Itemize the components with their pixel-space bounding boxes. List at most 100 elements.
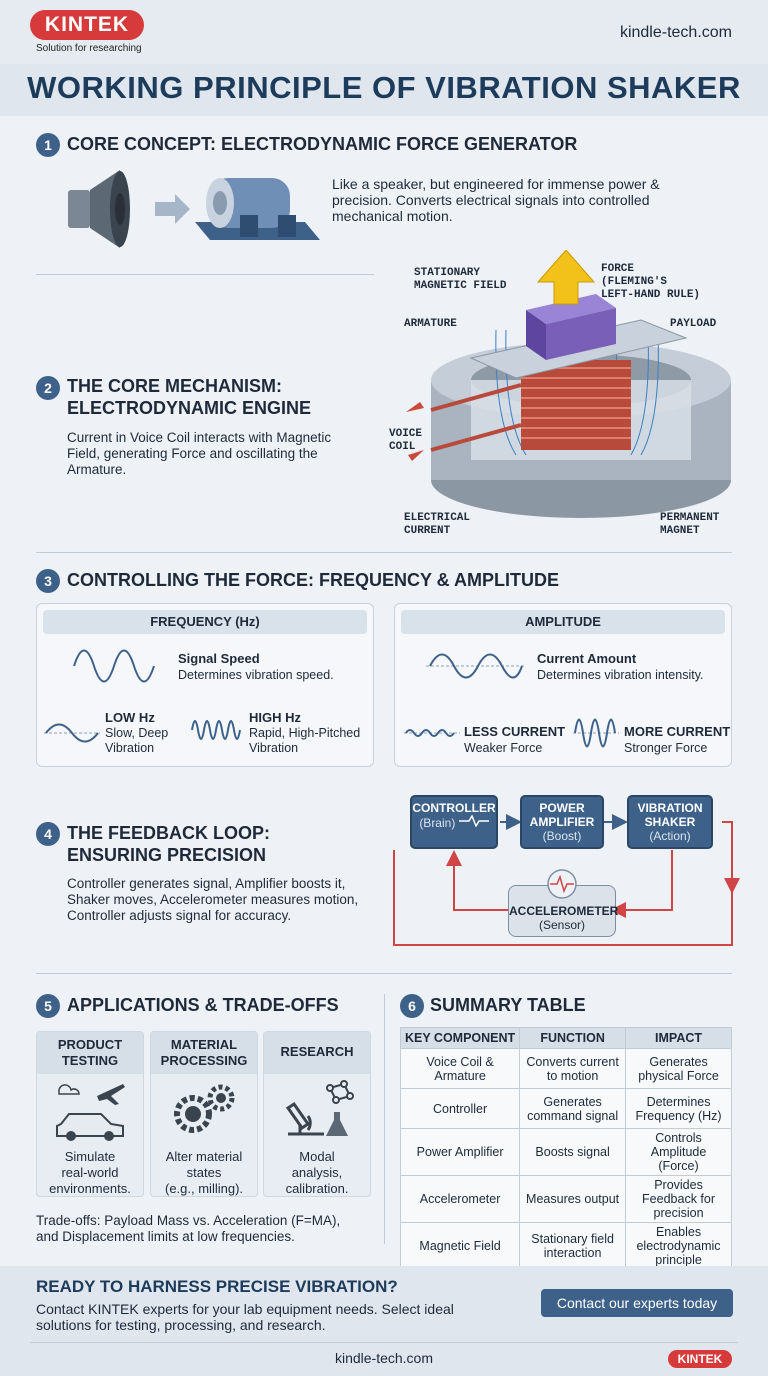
- footer-divider: [30, 1342, 738, 1343]
- table-cell: Controller: [399, 1088, 521, 1129]
- kintek-logo[interactable]: KINTEK: [30, 10, 144, 40]
- section-3-number: 3: [36, 569, 60, 593]
- divider: [36, 274, 374, 275]
- section-4-text: Controller generates signal, Amplifier b…: [67, 876, 359, 923]
- contact-experts-button[interactable]: Contact our experts today: [541, 1289, 733, 1317]
- table-cell: Enables electrodynamic principle: [625, 1222, 732, 1270]
- table-cell: Converts current to motion: [519, 1048, 627, 1089]
- table-row: Voice Coil & Armature Converts current t…: [399, 1048, 732, 1089]
- cta-title: READY TO HARNESS PRECISE VIBRATION?: [36, 1277, 398, 1296]
- arrow-right-icon: [155, 194, 190, 224]
- waveform-icon: [404, 729, 460, 737]
- microscope-icon: [285, 1080, 354, 1136]
- table-row: Accelerometer Measures output Provides F…: [399, 1175, 732, 1223]
- amplitude-panel-header: AMPLITUDE: [401, 610, 725, 634]
- section-1-text: Like a speaker, but engineered for immen…: [332, 176, 660, 224]
- more-current-title: MORE CURRENT: [624, 724, 731, 739]
- section-6-title: SUMMARY TABLE: [430, 995, 586, 1015]
- col-header: IMPACT: [625, 1027, 732, 1049]
- high-hz-title: HIGH Hz: [249, 710, 301, 725]
- summary-table-container: KEY COMPONENT FUNCTION IMPACT Voice Coil…: [399, 1027, 732, 1270]
- frequency-panel-header: FREQUENCY (Hz): [43, 610, 367, 634]
- section-4-number: 4: [36, 822, 60, 846]
- waveform-icon: [426, 653, 526, 679]
- section-1-title: CORE CONCEPT: ELECTRODYNAMIC FORCE GENER…: [67, 134, 578, 154]
- footer-url-link[interactable]: kindle-tech.com: [334, 1350, 434, 1366]
- section-1-number: 1: [36, 133, 60, 157]
- waveform-icon: [44, 723, 100, 743]
- table-cell: Voice Coil & Armature: [399, 1048, 521, 1089]
- low-hz-title: LOW Hz: [105, 710, 155, 725]
- more-current-sub: Stronger Force: [624, 741, 708, 755]
- amplitude-main-sub: Determines vibration intensity.: [537, 668, 704, 682]
- molecule-icon: [326, 1080, 354, 1104]
- label-force: FORCE (FLEMING'S LEFT-HAND RULE): [601, 263, 701, 301]
- section-2-number: 2: [36, 376, 60, 400]
- table-cell: Magnetic Field: [399, 1222, 521, 1270]
- table-header-row: KEY COMPONENT FUNCTION IMPACT: [399, 1027, 732, 1049]
- power-amplifier-node: POWER AMPLIFIER (Boost): [520, 795, 604, 849]
- vertical-divider: [384, 994, 385, 1244]
- table-cell: Controls Amplitude (Force): [625, 1128, 732, 1176]
- col-header: KEY COMPONENT: [399, 1027, 521, 1049]
- table-cell: Generates physical Force: [625, 1048, 732, 1089]
- table-cell: Stationary field interaction: [519, 1222, 627, 1270]
- feedback-loop-arrows: [393, 814, 740, 946]
- table-cell: Measures output: [519, 1175, 627, 1223]
- table-row: Controller Generates command signal Dete…: [399, 1088, 732, 1129]
- flask-icon: [326, 1112, 348, 1136]
- table-cell: Provides Feedback for precision: [625, 1175, 732, 1223]
- table-row: Magnetic Field Stationary field interact…: [399, 1222, 732, 1270]
- waveform-icon: [573, 718, 619, 748]
- footer-kintek-logo[interactable]: KINTEK: [668, 1350, 732, 1368]
- label-voice-coil: VOICE COIL: [389, 428, 423, 453]
- label-stationary-field: STATIONARY MAGNETIC FIELD: [414, 267, 507, 292]
- table-cell: Boosts signal: [519, 1128, 627, 1176]
- section-5-title: APPLICATIONS & TRADE-OFFS: [67, 995, 339, 1015]
- speaker-to-shaker-illustration: [68, 170, 320, 248]
- page-title: WORKING PRINCIPLE OF VIBRATION SHAKER: [27, 70, 741, 105]
- cta-band: [0, 1266, 768, 1376]
- section-6-number: 6: [400, 994, 424, 1018]
- waveform-icon: [73, 649, 155, 683]
- vibration-shaker-node: VIBRATION SHAKER (Action): [627, 795, 713, 849]
- label-permanent-magnet: PERMANENT MAGNET: [660, 512, 720, 537]
- title-band: [0, 64, 768, 116]
- table-cell: Generates command signal: [519, 1088, 627, 1129]
- waveform-icon: [191, 720, 241, 740]
- tradeoffs-text: Trade-offs: Payload Mass vs. Acceleratio…: [36, 1213, 341, 1244]
- section-2-text: Current in Voice Coil interacts with Mag…: [67, 430, 332, 477]
- low-hz-sub: Slow, Deep Vibration: [105, 726, 169, 755]
- frequency-main-title: Signal Speed: [178, 651, 260, 666]
- section-5-number: 5: [36, 994, 60, 1018]
- table-cell: Accelerometer: [399, 1175, 521, 1223]
- label-electrical-current: ELECTRICAL CURRENT: [404, 512, 471, 537]
- amplitude-main-title: Current Amount: [537, 651, 637, 666]
- electrodynamic-engine-diagram: [406, 250, 731, 518]
- less-current-sub: Weaker Force: [464, 741, 543, 755]
- section-4-title: THE FEEDBACK LOOP: ENSURING PRECISION: [67, 823, 271, 865]
- section-2-title: THE CORE MECHANISM: ELECTRODYNAMIC ENGIN…: [67, 376, 312, 418]
- logo-tagline: Solution for researching: [36, 43, 142, 54]
- table-cell: Power Amplifier: [399, 1128, 521, 1176]
- waveform-icon: [547, 869, 577, 899]
- header-url-link[interactable]: kindle-tech.com: [619, 24, 732, 41]
- high-hz-sub: Rapid, High-Pitched Vibration: [249, 726, 361, 755]
- cta-text: Contact KINTEK experts for your lab equi…: [36, 1301, 454, 1333]
- car-icon: [56, 1084, 125, 1141]
- label-armature: ARMATURE: [404, 318, 457, 330]
- gears-icon: [174, 1084, 235, 1133]
- waveform-icon: [458, 814, 489, 828]
- table-row: Power Amplifier Boosts signal Controls A…: [399, 1128, 732, 1176]
- speaker-icon: [68, 170, 130, 248]
- airplane-icon: [97, 1084, 125, 1105]
- less-current-title: LESS CURRENT: [464, 724, 566, 739]
- frequency-main-sub: Determines vibration speed.: [178, 668, 334, 682]
